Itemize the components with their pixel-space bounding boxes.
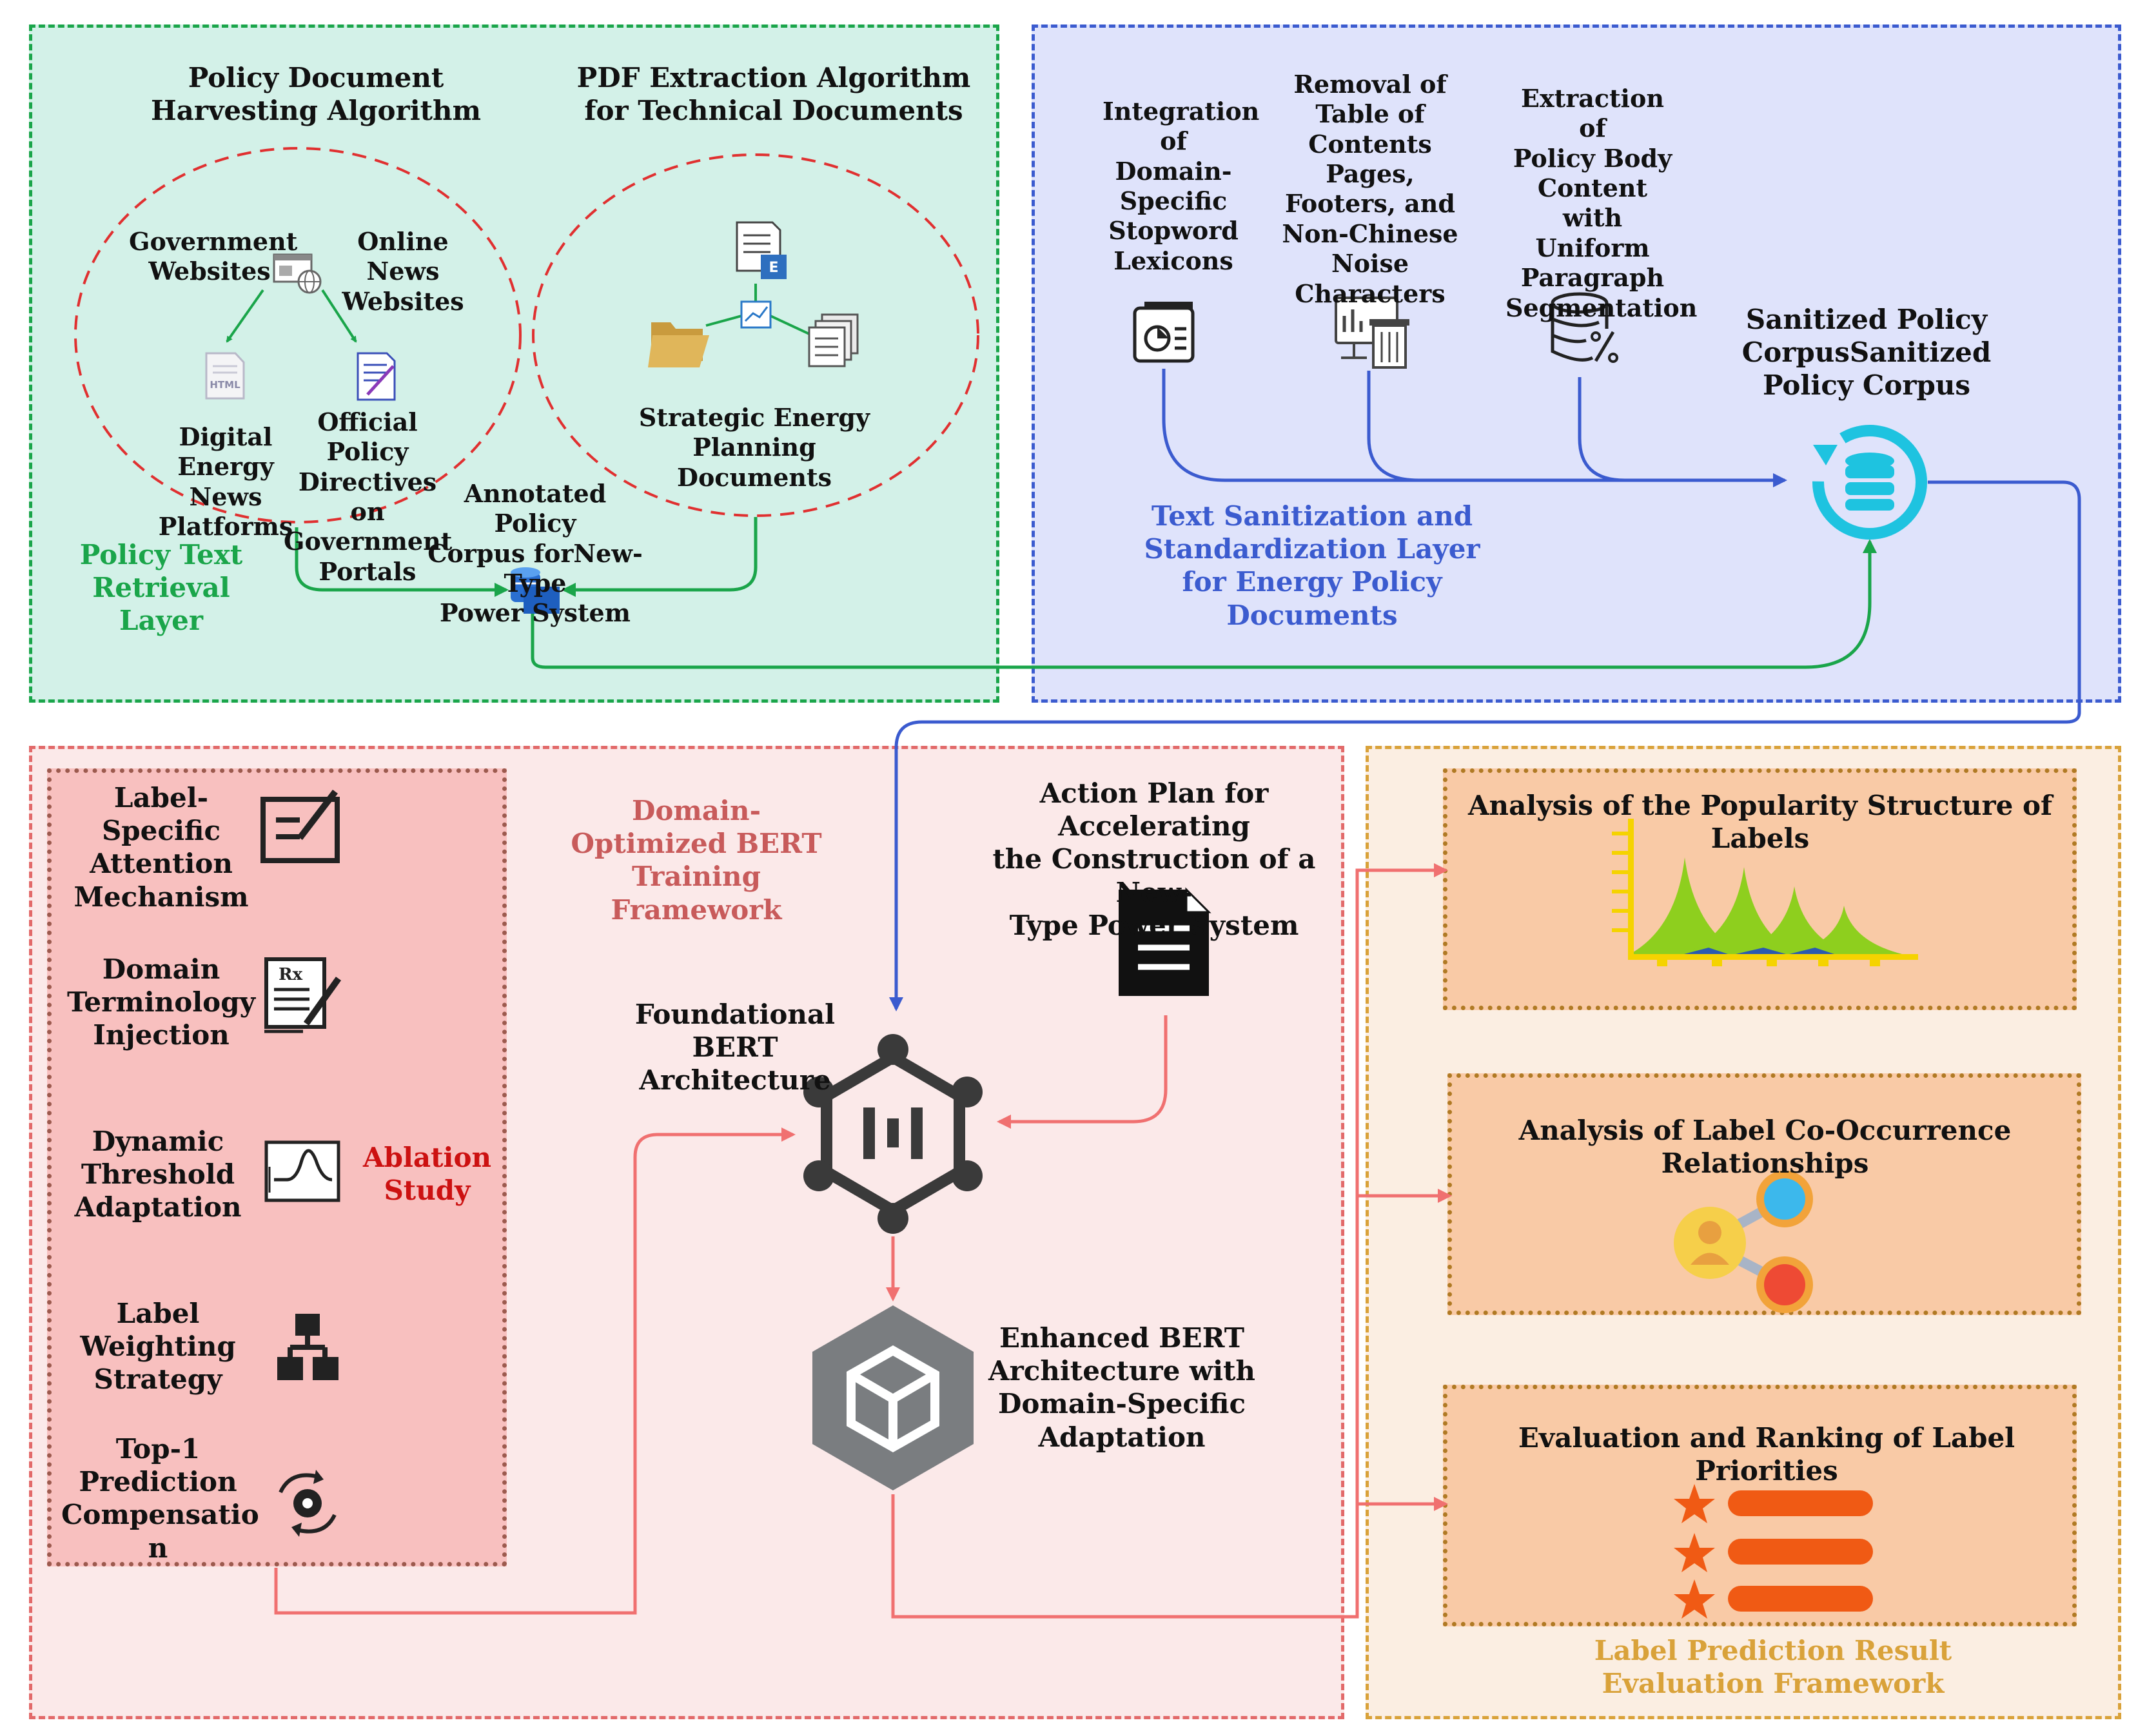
stacked-documents-icon (808, 313, 859, 367)
priority-ranking-title: Evaluation and Ranking of Label Prioriti… (1518, 1422, 2015, 1487)
harvest-ellipse (74, 147, 522, 523)
ablation-item-top1: Top-1 Prediction Compensatio n (61, 1433, 259, 1564)
removal-noise-label: Removal of Table of Contents Pages, Foot… (1282, 70, 1458, 308)
text-sanitization-panel (1032, 24, 2121, 703)
cooccurrence-network-icon (1674, 1171, 1813, 1313)
prescription-pen-icon: Rx (264, 957, 342, 1033)
html-document-icon: HTML (205, 352, 245, 400)
ablation-item-terminology: Domain Terminology Injection (67, 953, 255, 1051)
text-sanitization-layer-title: Text Sanitization and Standardization La… (1144, 500, 1480, 631)
ablation-item-threshold: Dynamic Threshold Adaptation (74, 1126, 242, 1224)
hierarchy-icon (277, 1314, 338, 1380)
policy-body-extraction-label: Extraction of Policy Body Content with U… (1505, 84, 1698, 322)
policy-text-retrieval-layer-title: Policy Text Retrieval Layer (79, 539, 243, 637)
enhanced-bert-cube-icon (812, 1305, 974, 1490)
foundational-bert-label: Foundational BERT Architecture (634, 999, 836, 1097)
sanitized-corpus-database-icon (1812, 425, 1927, 540)
sanitized-corpus-label: Sanitized Policy CorpusSanitized Policy … (1741, 304, 1992, 402)
digital-energy-platforms-label: Digital Energy News Platforms (158, 422, 293, 541)
web-browser-icon (273, 253, 322, 294)
government-websites-label: Government Websites (129, 227, 298, 286)
popularity-box (1443, 768, 2077, 1010)
attention-edit-icon (260, 789, 340, 863)
ablation-item-attention: Label-Specific Attention Mechanism (74, 782, 249, 913)
harvest-algorithm-title: Policy Document Harvesting Algorithm (150, 62, 482, 127)
gear-refresh-icon (279, 1470, 337, 1537)
strategic-planning-docs-label: Strategic Energy Planning Documents (638, 403, 870, 492)
policy-directive-icon (357, 352, 396, 401)
svg-text:Rx: Rx (279, 965, 303, 984)
cooccurrence-analysis-title: Analysis of Label Co-Occurrence Relation… (1518, 1115, 2012, 1180)
text-file-icon: E (736, 221, 787, 279)
svg-text:HTML: HTML (210, 379, 240, 391)
newspaper-icon (1133, 302, 1195, 363)
chart-node-icon (740, 300, 772, 329)
svg-text:E: E (769, 260, 778, 276)
popularity-chart-icon (1612, 819, 1918, 966)
evaluation-framework-title: Label Prediction Result Evaluation Frame… (1594, 1635, 1952, 1700)
annotated-corpus-database-icon (511, 567, 560, 614)
monitor-trash-icon (1335, 297, 1409, 369)
ablation-study-label: Ablation Study (362, 1142, 492, 1207)
database-percent-icon (1551, 292, 1618, 363)
annotated-corpus-label: Annotated Policy Corpus forNew-Type Powe… (427, 479, 643, 628)
priority-ranking-icon (1674, 1484, 1873, 1619)
pdf-ellipse (532, 153, 979, 517)
action-plan-label: Action Plan for Accelerating the Constru… (992, 777, 1316, 941)
bert-training-framework-title: Domain- Optimized BERT Training Framewor… (571, 795, 822, 926)
enhanced-bert-label: Enhanced BERT Architecture with Domain-S… (988, 1322, 1255, 1453)
folder-icon (648, 322, 709, 367)
action-plan-document-icon (1119, 887, 1211, 996)
official-directives-label: Official Policy Directives on Government… (284, 407, 453, 586)
online-news-websites-label: Online News Websites (342, 227, 464, 316)
ablation-item-weighting: Label Weighting Strategy (80, 1298, 236, 1396)
pdf-extraction-title: PDF Extraction Algorithm for Technical D… (576, 62, 971, 127)
waveform-monitor-icon (264, 1140, 340, 1202)
bert-network-nodes (803, 1034, 983, 1234)
popularity-analysis-title: Analysis of the Popularity Structure of … (1467, 790, 2053, 855)
stopword-lexicons-label: Integration of Domain- Specific Stopword… (1103, 97, 1260, 275)
